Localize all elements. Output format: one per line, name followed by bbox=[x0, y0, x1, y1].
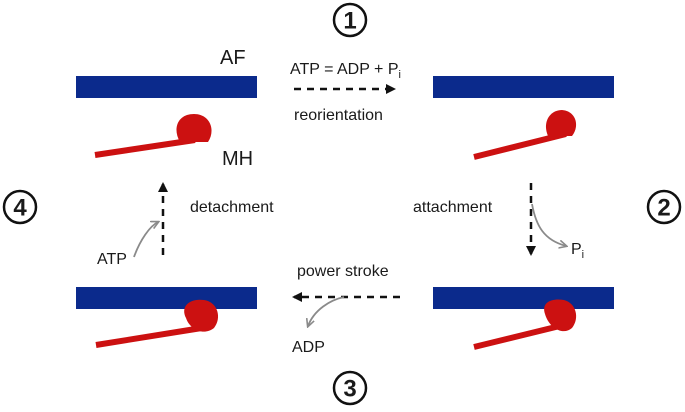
actin-filament-bottom-left bbox=[76, 287, 257, 309]
label-detachment: detachment bbox=[190, 199, 274, 216]
myosin-head-top-left bbox=[94, 114, 212, 158]
myosin-head-bottom-right bbox=[473, 299, 577, 350]
label-power-stroke: power stroke bbox=[297, 263, 389, 280]
myosin-head-top-right bbox=[473, 110, 577, 160]
arrow-pi-release bbox=[531, 203, 566, 246]
svg-text:1: 1 bbox=[343, 8, 356, 35]
label-mh: MH bbox=[222, 148, 253, 170]
step-number-3: 3 bbox=[332, 370, 368, 406]
actin-filament-bottom-right bbox=[433, 287, 614, 309]
step-number-2: 2 bbox=[646, 189, 682, 225]
actin-filament-top-right bbox=[433, 76, 614, 98]
arrow-adp-release bbox=[308, 296, 345, 326]
myosin-head-bottom-left bbox=[95, 299, 219, 348]
label-af: AF bbox=[220, 47, 246, 69]
step-number-1: 1 bbox=[332, 2, 368, 38]
svg-text:3: 3 bbox=[343, 376, 356, 403]
step-number-4: 4 bbox=[2, 189, 38, 225]
label-atp-reactant: ATP bbox=[97, 251, 127, 268]
svg-text:2: 2 bbox=[657, 195, 670, 222]
label-pi-product: Pi bbox=[571, 241, 584, 261]
actin-filament-top-left bbox=[76, 76, 257, 98]
svg-text:4: 4 bbox=[13, 195, 27, 222]
label-reaction-atp-hydrolysis: ATP = ADP + Pi bbox=[290, 61, 401, 81]
arrow-atp-binding bbox=[133, 222, 158, 258]
label-reorientation: reorientation bbox=[294, 107, 383, 124]
label-attachment: attachment bbox=[413, 199, 493, 216]
label-adp-product: ADP bbox=[292, 339, 325, 356]
